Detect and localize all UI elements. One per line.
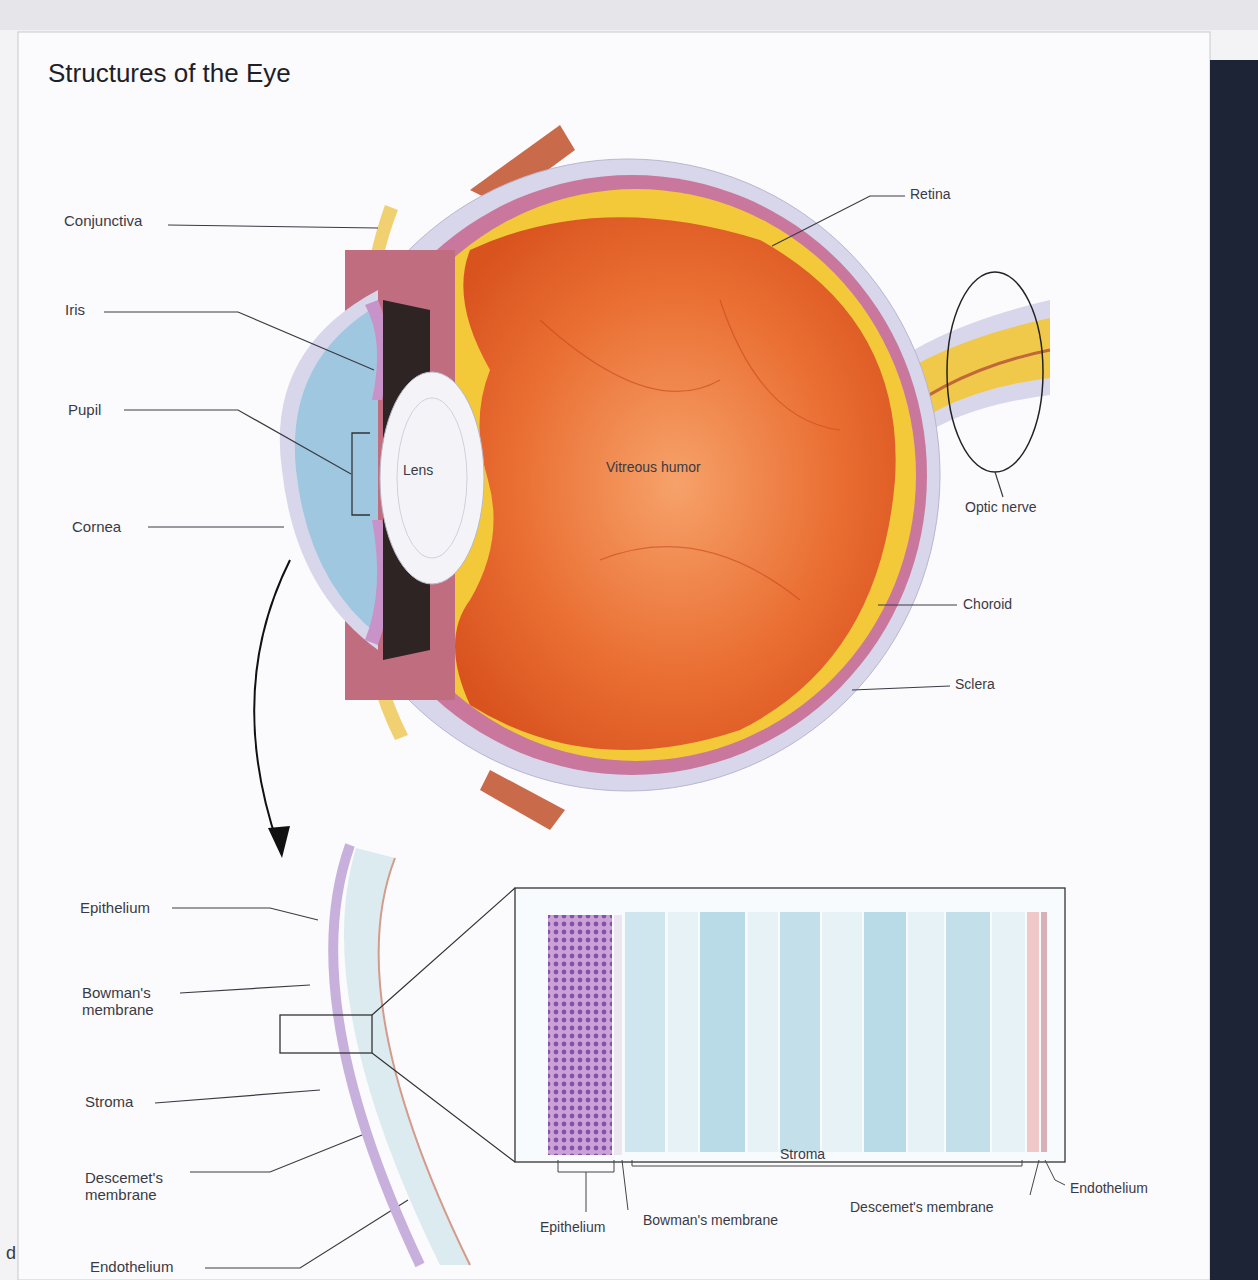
inset-frame [515, 888, 1065, 1162]
vessels [540, 300, 840, 600]
epithelium-cells [548, 915, 612, 1155]
endothelium-layer [1041, 912, 1047, 1152]
diagram-title: Structures of the Eye [48, 58, 291, 89]
part-label: Endothelium [90, 1259, 173, 1276]
part-label: Retina [910, 187, 950, 202]
screen-edge [1210, 60, 1258, 1280]
page-panel [18, 32, 1210, 1280]
zoom-arrow [254, 560, 290, 845]
lens-layer [397, 398, 467, 558]
part-label: Sclera [955, 677, 995, 692]
descemet-layer [1027, 912, 1039, 1152]
part-label: Lens [403, 463, 433, 478]
part-label: Pupil [68, 402, 101, 419]
part-label: Iris [65, 302, 85, 319]
arrowhead [268, 826, 290, 858]
corneal-stroma [344, 848, 470, 1265]
part-label: d [6, 1244, 16, 1264]
part-label: Choroid [963, 597, 1012, 612]
descemet-line [379, 858, 470, 1265]
zoom-lines [372, 888, 515, 1162]
choroid [337, 175, 927, 775]
part-label: Stroma [780, 1147, 825, 1162]
zoom-box [280, 1015, 372, 1053]
part-label: Bowman's membrane [82, 985, 182, 1018]
part-label: Descemet's membrane [850, 1200, 994, 1215]
lens [380, 372, 484, 584]
optic-nerve-marker [947, 272, 1043, 472]
part-label: Endothelium [1070, 1181, 1148, 1196]
bowman-layer [614, 915, 622, 1155]
leader-lines [104, 196, 1003, 1268]
part-label: Epithelium [540, 1220, 605, 1235]
part-label: Optic nerve [965, 500, 1037, 515]
stroma-stripes [625, 912, 1025, 1152]
part-label: Cornea [72, 519, 121, 536]
part-label: Stroma [85, 1094, 133, 1111]
part-label: Conjunctiva [64, 213, 142, 230]
cornea [280, 290, 378, 650]
vitreous-humor [455, 217, 896, 750]
part-label: Epithelium [80, 900, 150, 917]
part-label: Descemet's membrane [85, 1170, 185, 1203]
part-label: Vitreous humor [606, 460, 701, 475]
sclera [316, 159, 940, 791]
part-label: Bowman's membrane [643, 1213, 778, 1228]
screen-bar [0, 0, 1258, 30]
pupil-bracket [352, 433, 370, 515]
